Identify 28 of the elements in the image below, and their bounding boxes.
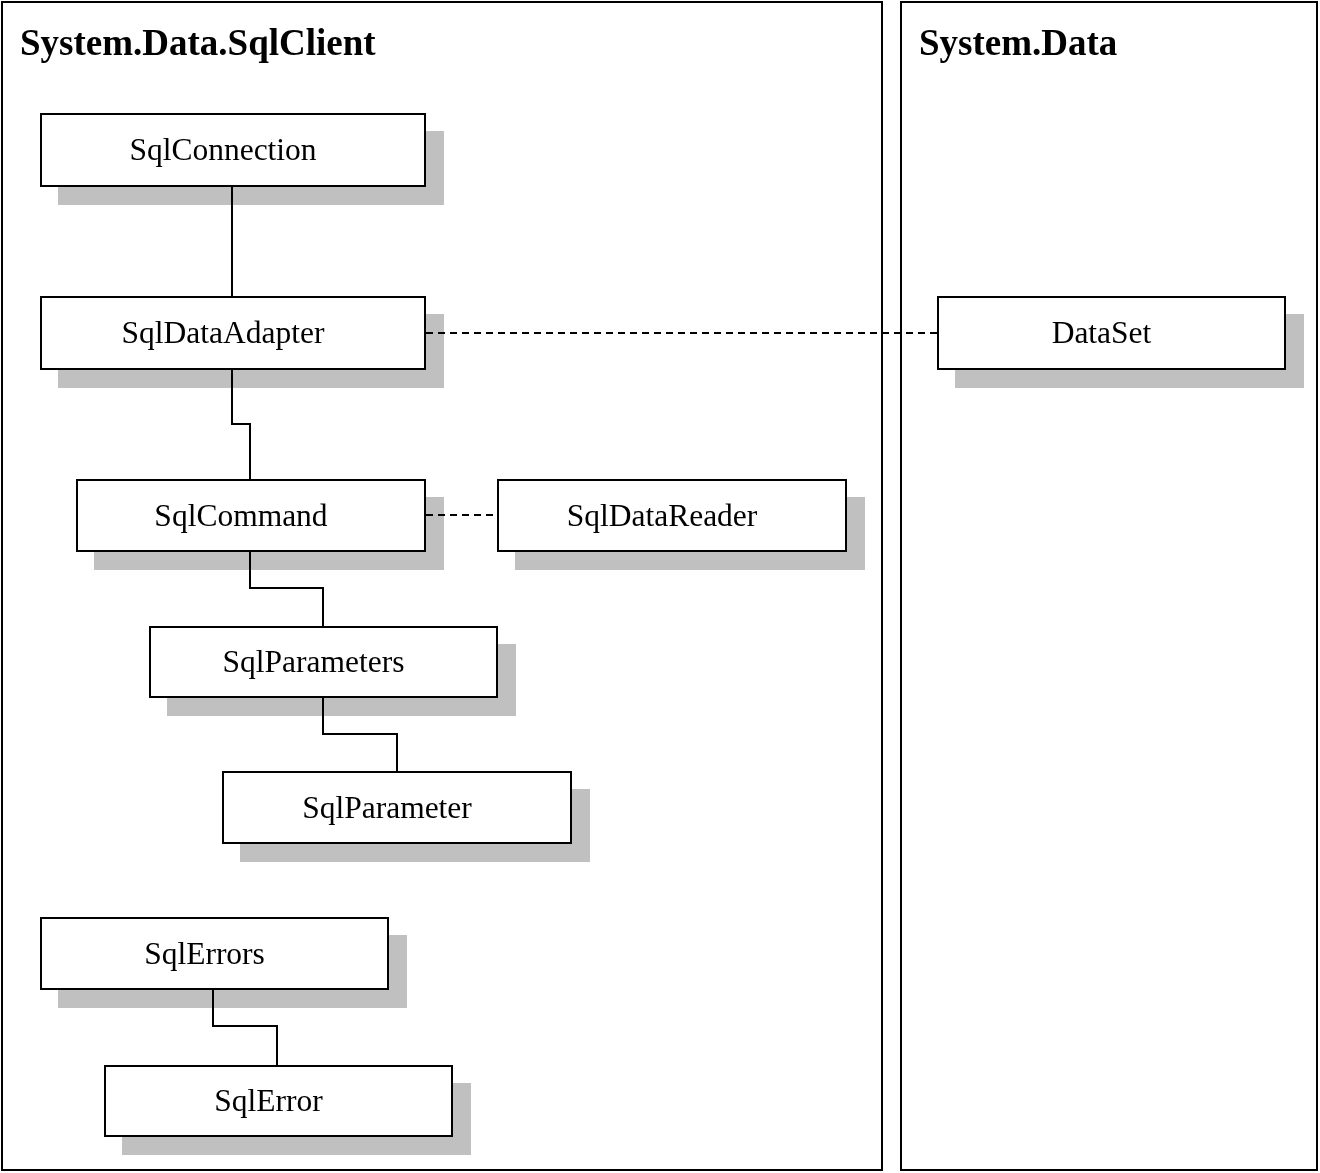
connector-line <box>212 989 278 1066</box>
class-name: SqlDataReader <box>566 497 758 534</box>
package-title: System.Data.SqlClient <box>20 23 376 63</box>
connector-line <box>231 369 251 480</box>
class-box <box>40 113 426 187</box>
dashed-connector <box>425 332 938 334</box>
class-name: SqlParameter <box>302 789 472 826</box>
class-name: SqlErrors <box>144 935 265 972</box>
class-box <box>104 1065 453 1137</box>
class-name: SqlConnection <box>129 132 317 168</box>
class-box <box>222 771 572 844</box>
package-title: System.Data <box>919 23 1118 63</box>
class-name: SqlCommand <box>154 497 328 534</box>
connector-line <box>322 697 398 772</box>
class-name: DataSet <box>1051 315 1152 351</box>
class-box <box>149 626 498 698</box>
package-panel <box>1 1 883 1171</box>
class-name: SqlParameters <box>222 644 405 680</box>
class-name: SqlError <box>214 1083 323 1119</box>
connector-line <box>249 551 324 627</box>
class-box <box>40 296 426 370</box>
class-box <box>937 296 1286 370</box>
class-box <box>76 479 426 552</box>
class-name: SqlDataAdapter <box>121 315 325 351</box>
class-box <box>40 917 389 990</box>
class-box <box>497 479 847 552</box>
package-panel <box>900 1 1318 1171</box>
connector-line <box>231 186 233 297</box>
